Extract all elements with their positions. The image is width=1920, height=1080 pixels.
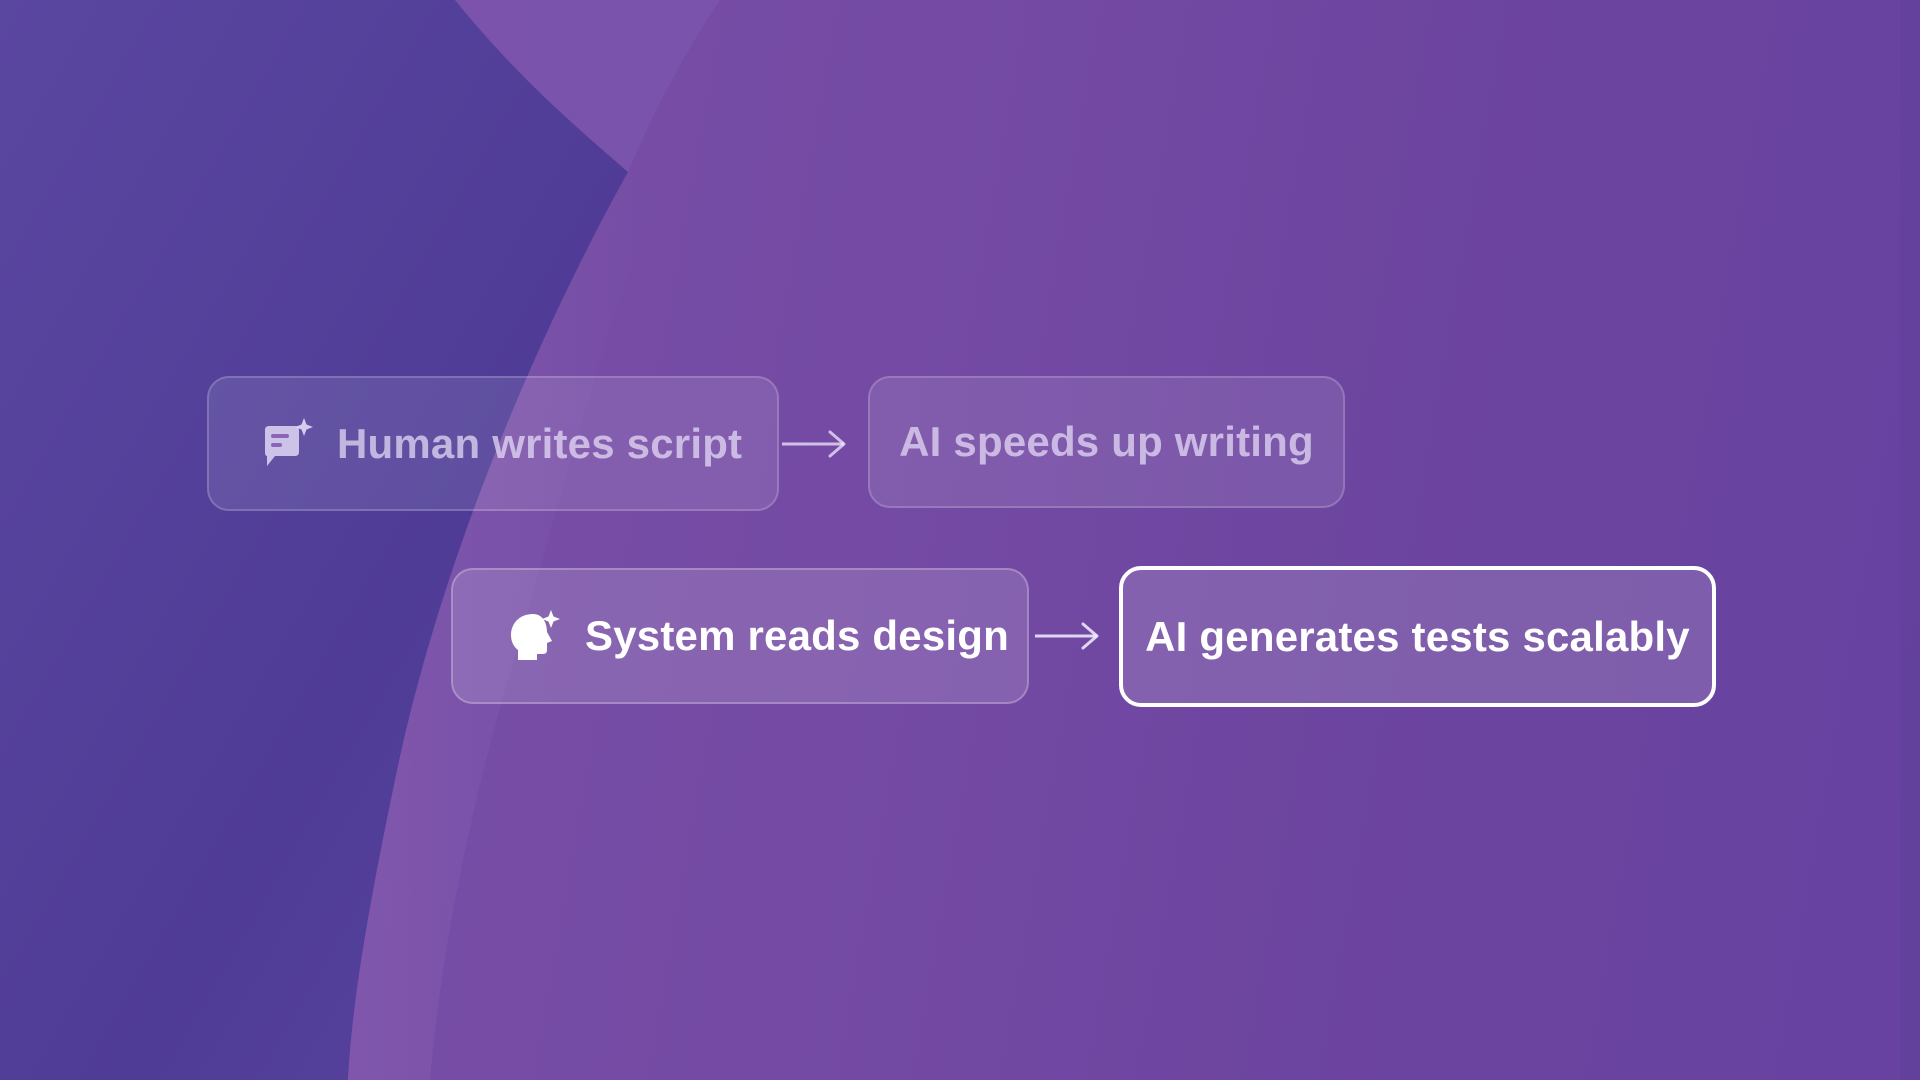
node-label: System reads design <box>585 612 1009 659</box>
chat-sparkle-icon <box>259 416 315 472</box>
node-label: Human writes script <box>337 419 743 467</box>
node-ai-generates-tests-scalably: AI generates tests scalably <box>1119 566 1716 707</box>
arrow-row1 <box>780 424 850 464</box>
soft-edge-glow <box>348 172 660 1080</box>
light-curve-shape <box>455 0 720 172</box>
node-human-writes-script: Human writes script <box>207 376 779 511</box>
dark-left-shape <box>0 0 628 1080</box>
node-system-reads-design: System reads design <box>451 568 1029 704</box>
arrow-row2 <box>1033 616 1103 656</box>
right-edge-shade <box>1900 0 1920 1080</box>
head-sparkle-icon <box>507 608 563 664</box>
node-ai-speeds-up-writing: AI speeds up writing <box>868 376 1345 508</box>
node-label: AI speeds up writing <box>899 418 1314 465</box>
node-label: AI generates tests scalably <box>1145 612 1690 660</box>
